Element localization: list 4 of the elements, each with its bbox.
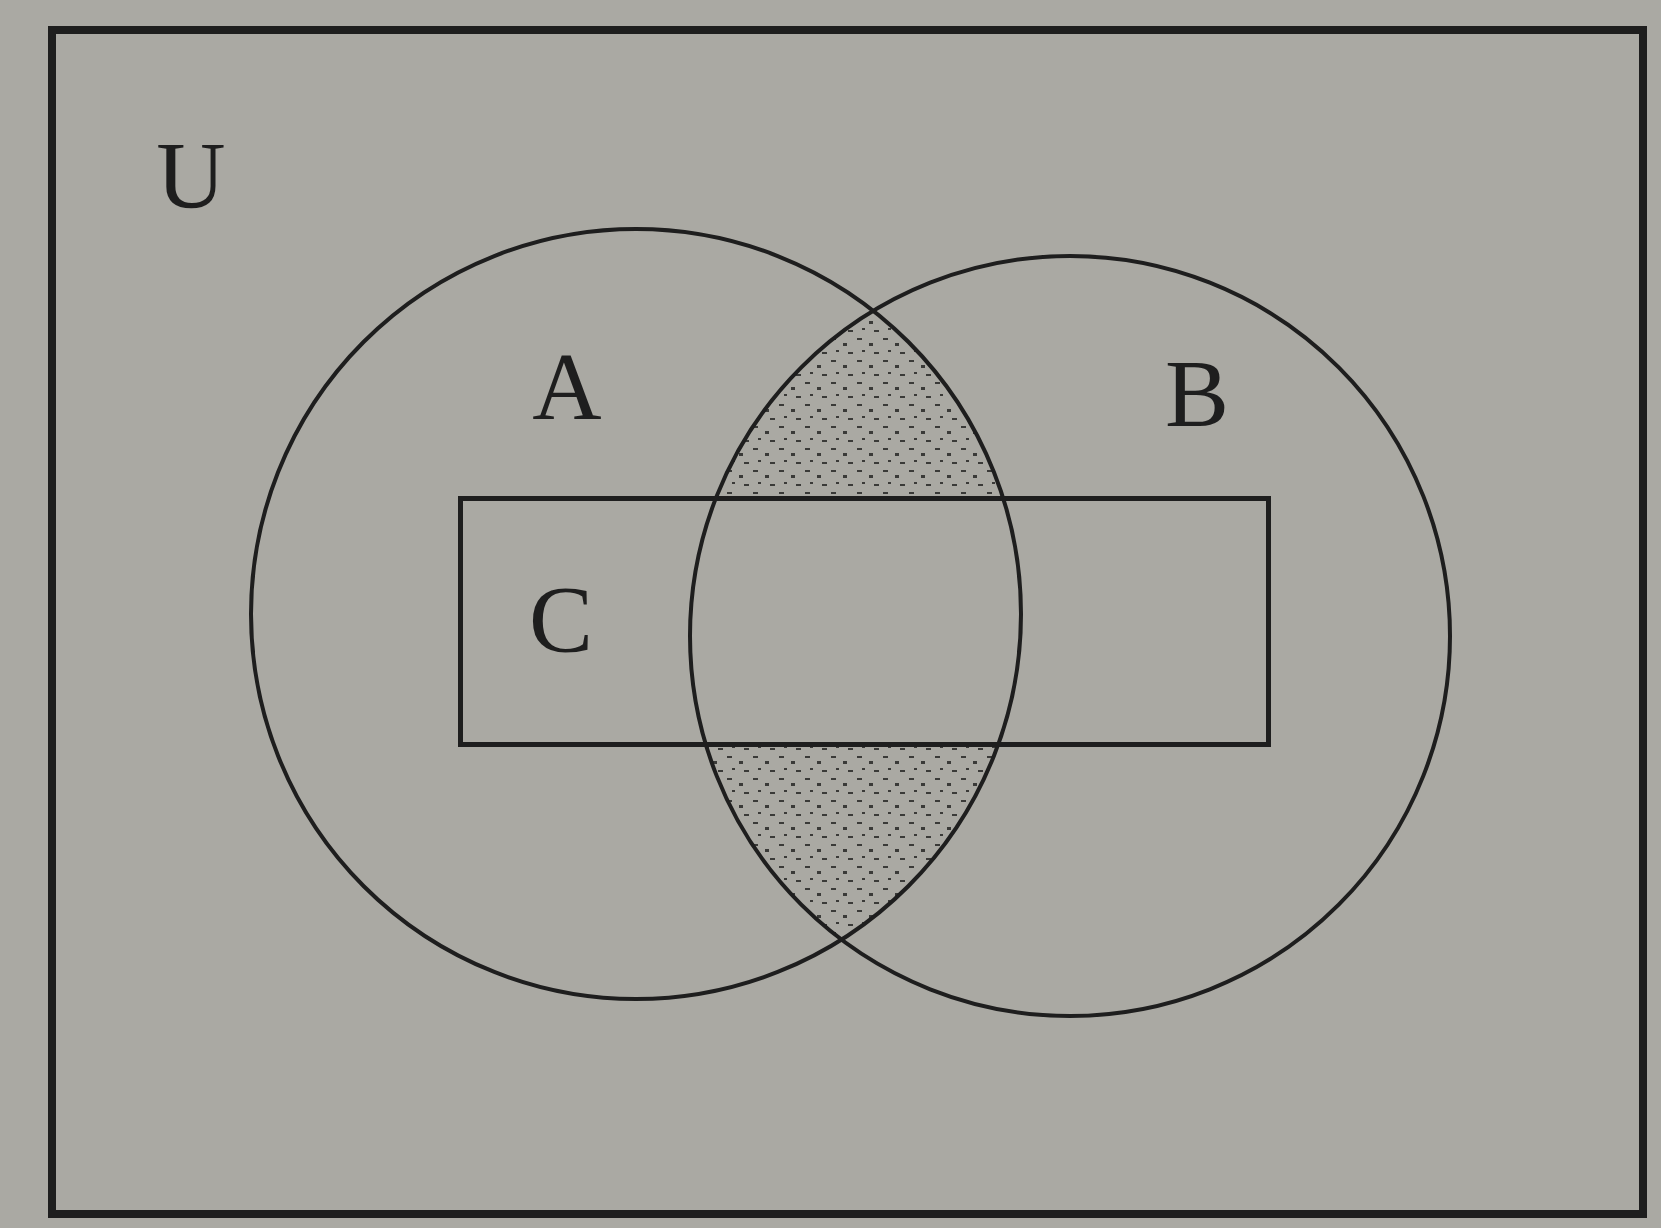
set-label: A: [532, 339, 602, 435]
set-label: U: [156, 128, 226, 224]
set-label: C: [529, 572, 593, 668]
set-label: B: [1165, 346, 1229, 442]
